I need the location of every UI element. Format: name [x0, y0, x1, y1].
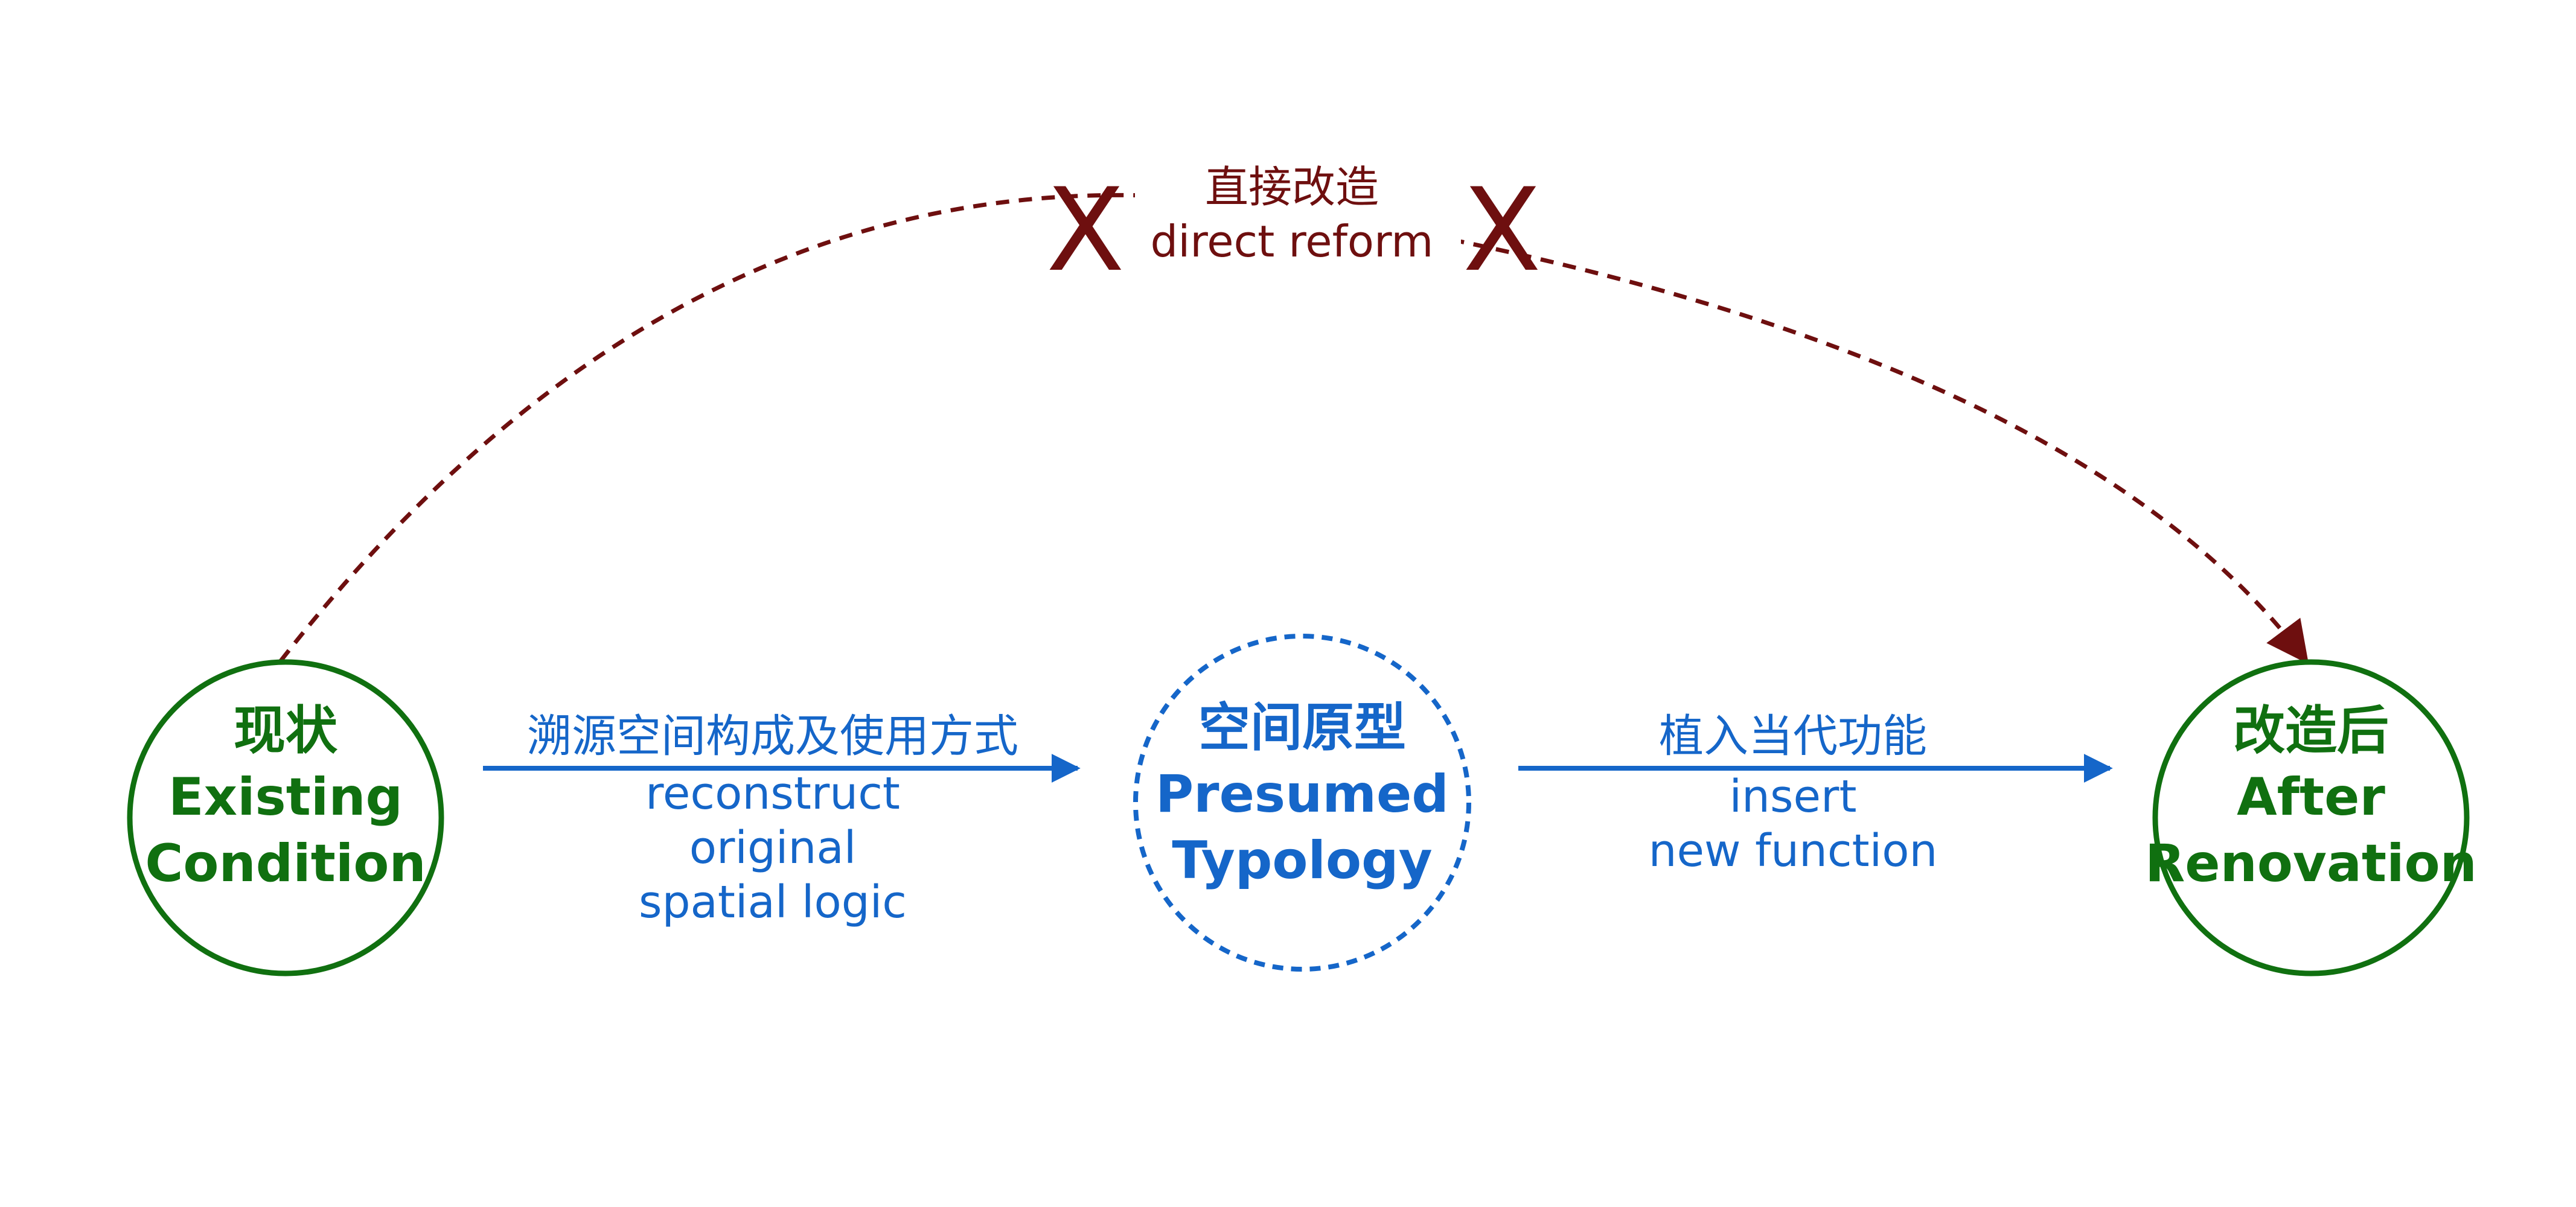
insert-function-label-en-2: new function — [1649, 825, 1938, 877]
reconstruct-label-en-1: reconstruct — [645, 768, 900, 820]
presumed-typology-circle — [1133, 634, 1471, 972]
after-renovation-label-en-2: Renovation — [2145, 833, 2477, 894]
existing-condition-label-cn: 现状 — [234, 701, 338, 761]
direct-reform-label-cn: 直接改造 — [1205, 162, 1379, 212]
presumed-typology-label-en-2: Typology — [1172, 830, 1432, 891]
existing-condition-circle — [127, 659, 444, 976]
blocked-x-left-icon: X — [1046, 164, 1125, 297]
existing-condition-label-en-1: Existing — [168, 767, 403, 827]
reconstruct-label-en-2: original — [689, 822, 857, 874]
insert-function-label-en-1: insert — [1730, 771, 1857, 823]
insert-function-label-cn: 植入当代功能 — [1659, 710, 1927, 762]
after-renovation-circle — [2152, 659, 2470, 976]
blocked-x-right-icon: X — [1463, 164, 1541, 297]
after-renovation-label-en-1: After — [2237, 767, 2385, 827]
reconstruct-label-en-3: spatial logic — [639, 876, 907, 928]
direct-reform-label-en: direct reform — [1151, 216, 1434, 267]
existing-condition-label-en-2: Condition — [145, 833, 426, 894]
presumed-typology-label-cn: 空间原型 — [1198, 698, 1406, 758]
reconstruct-label-cn: 溯源空间构成及使用方式 — [527, 710, 1018, 762]
direct-reform-label-bg — [1135, 154, 1461, 266]
after-renovation-label-cn: 改造后 — [2233, 701, 2389, 761]
presumed-typology-label-en-1: Presumed — [1155, 764, 1449, 824]
